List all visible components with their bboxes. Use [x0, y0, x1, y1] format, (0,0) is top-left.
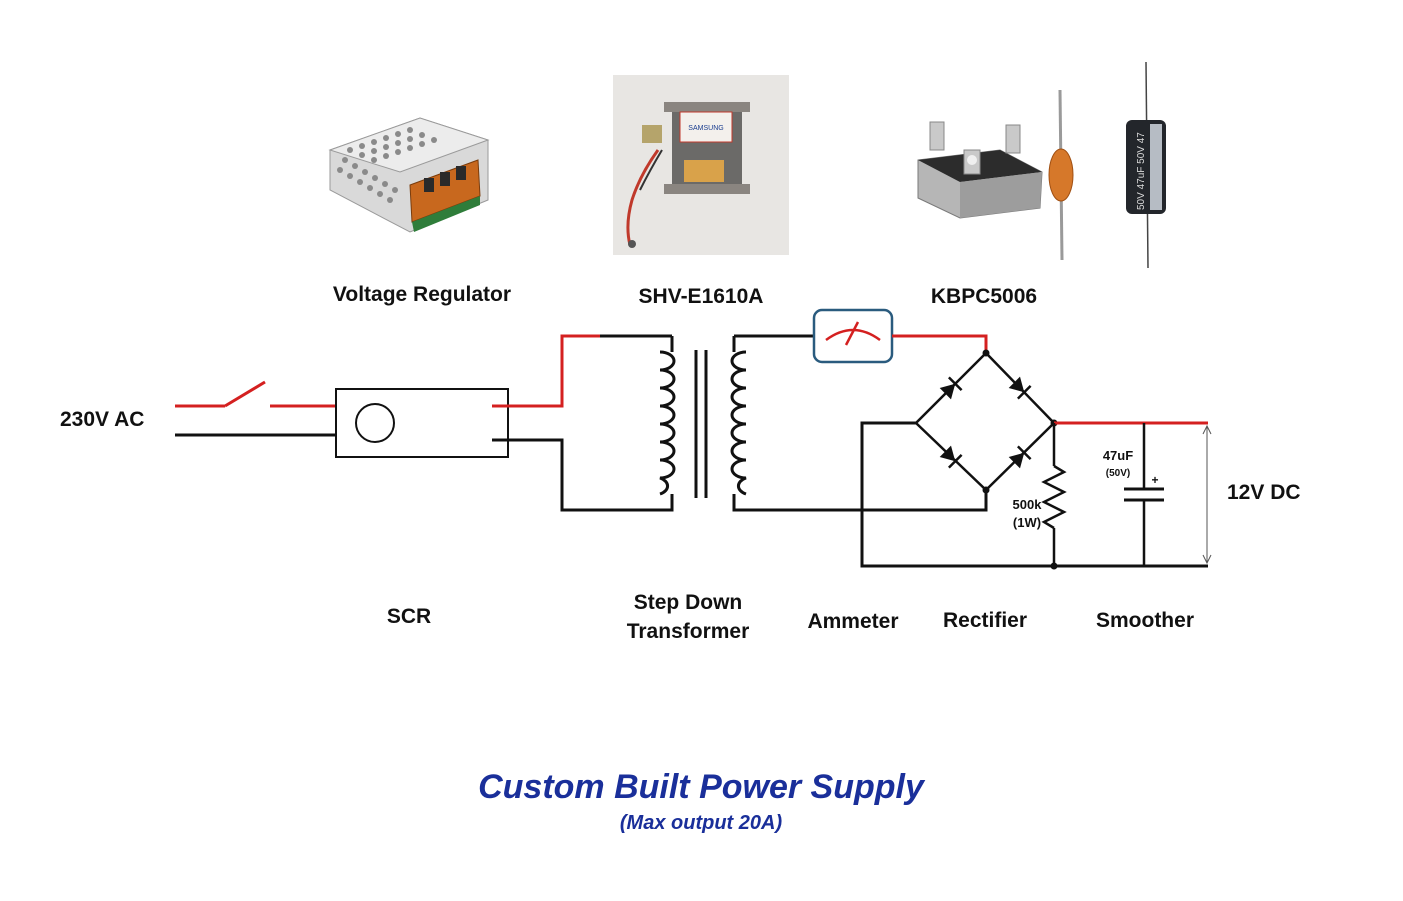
- negative-rail-wire: [860, 421, 1208, 568]
- capacitor-value-label: 47uF: [1103, 448, 1133, 463]
- bridge-rectifier: [914, 349, 1058, 494]
- bleeder-resistor: [1041, 423, 1067, 570]
- scr-block: [335, 388, 509, 458]
- stage-label-scr: SCR: [387, 605, 431, 628]
- scr-output-live-wire: [492, 334, 600, 408]
- bridge-model-caption: KBPC5006: [931, 285, 1037, 308]
- ammeter: [812, 308, 894, 364]
- scr-output-return-wire: [492, 438, 674, 512]
- output-voltage-label: 12V DC: [1227, 481, 1301, 504]
- transformer-photo: SAMSUNG: [613, 75, 789, 255]
- stage-label-transformer-line2: Transformer: [627, 620, 750, 643]
- diagram-subtitle: (Max output 20A): [620, 812, 783, 834]
- step-down-transformer: [659, 350, 747, 498]
- transformer-plate-label: SAMSUNG: [688, 125, 723, 132]
- voltage-regulator-photo: [328, 117, 490, 233]
- stage-label-rectifier: Rectifier: [943, 609, 1027, 632]
- bridge-rectifier-photo: [917, 121, 1043, 219]
- resistor-value-label: 500k: [1013, 497, 1043, 512]
- capacitor-polarity-mark: +: [1151, 473, 1158, 487]
- input-voltage-label: 230V AC: [60, 408, 144, 431]
- voltage-regulator-caption: Voltage Regulator: [333, 283, 511, 306]
- resistor-photo: [1048, 89, 1074, 261]
- capacitor-print: 50V 47uF 50V 47: [1136, 132, 1147, 210]
- stage-label-transformer-line1: Step Down: [634, 591, 743, 614]
- capacitor-rating-label: (50V): [1106, 468, 1130, 479]
- ammeter-output-wire: [892, 334, 988, 353]
- output-voltage-indicator: [1202, 424, 1212, 565]
- input-switch: [175, 380, 348, 408]
- transformer-model-caption: SHV-E1610A: [639, 285, 764, 308]
- stage-label-smoother: Smoother: [1096, 609, 1194, 632]
- secondary-return-wire: [732, 490, 988, 512]
- smoothing-capacitor: [1124, 423, 1164, 566]
- capacitor-photo: 50V 47uF 50V 47: [1126, 61, 1166, 269]
- stage-label-ammeter: Ammeter: [807, 610, 898, 633]
- diagram-title: Custom Built Power Supply: [478, 768, 926, 806]
- resistor-rating-label: (1W): [1013, 515, 1041, 530]
